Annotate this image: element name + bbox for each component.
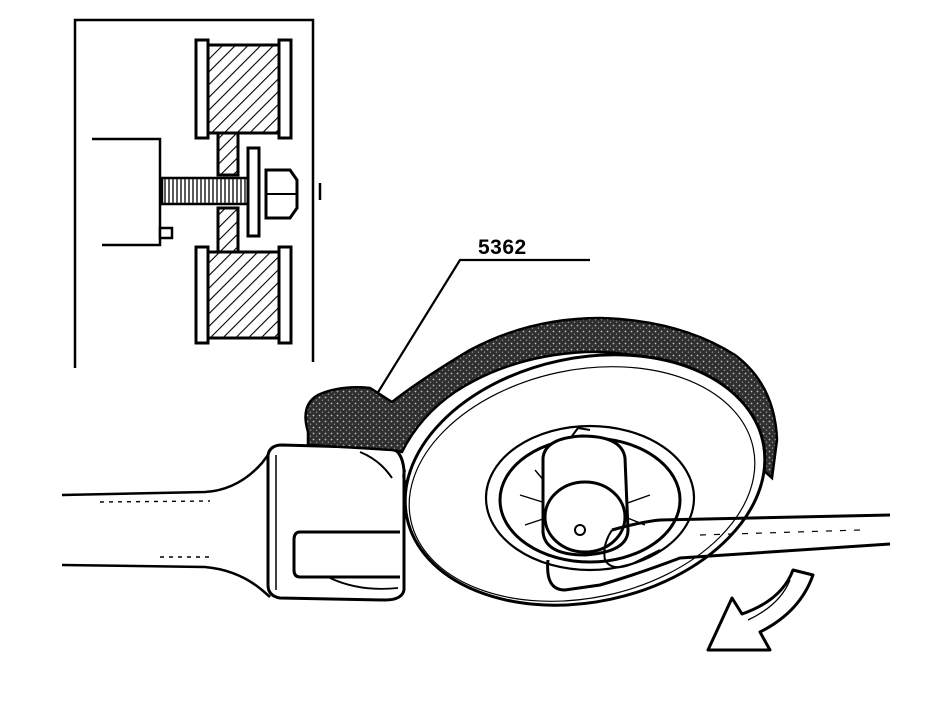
lower-pulley-section xyxy=(194,206,293,345)
inset-section-view xyxy=(73,18,322,368)
hex-nut xyxy=(264,168,299,220)
washer-plate xyxy=(246,146,261,238)
torque-wrench xyxy=(61,443,406,602)
threaded-bolt xyxy=(160,176,256,206)
rotation-direction-arrow-icon xyxy=(706,568,815,652)
open-end-spanner xyxy=(546,513,891,592)
label-leader-line xyxy=(371,258,590,403)
upper-pulley-section xyxy=(194,38,293,177)
tensioner-pulley xyxy=(403,353,767,607)
tool-number-label: 5362 xyxy=(478,236,527,259)
mounting-block xyxy=(92,137,162,247)
